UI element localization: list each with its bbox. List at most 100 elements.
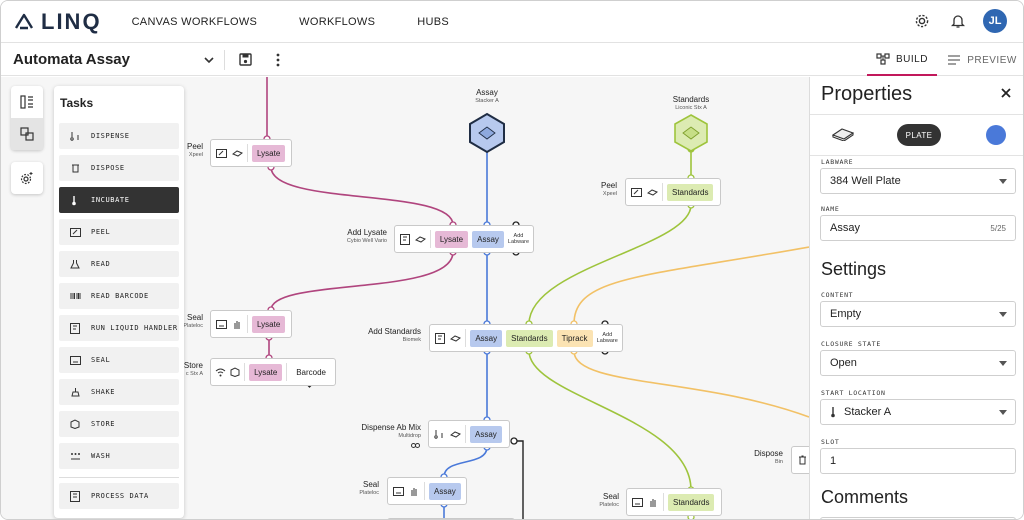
task-palette-button[interactable] — [11, 86, 43, 118]
labware-button[interactable] — [11, 118, 43, 150]
name-input[interactable]: Assay 5/25 — [820, 215, 1016, 241]
standards-source-node[interactable] — [675, 115, 707, 151]
labware-select[interactable]: 384 Well Plate — [820, 168, 1016, 194]
content-select[interactable]: Empty — [820, 301, 1016, 327]
lysate-chip[interactable]: Lysate — [252, 315, 286, 333]
plate-icon — [646, 186, 658, 198]
notifications-bell-icon[interactable] — [947, 10, 969, 32]
close-icon[interactable] — [1000, 86, 1012, 104]
node-divider — [247, 144, 248, 162]
assay-chip[interactable]: Assay — [429, 482, 461, 500]
tab-build[interactable]: BUILD — [867, 44, 937, 76]
nav-canvas-workflows[interactable]: CANVAS WORKFLOWS — [131, 15, 258, 28]
node-divider — [429, 230, 431, 248]
task-peel[interactable]: PEEL — [59, 219, 179, 245]
workflow-title: Automata Assay — [13, 51, 130, 68]
lysate-chip[interactable]: Lysate — [252, 144, 286, 162]
barcode-chip[interactable]: Barcode — [296, 367, 326, 377]
start-location-select[interactable]: Stacker A — [820, 399, 1016, 425]
add-labware-button[interactable]: Add Labware — [507, 233, 530, 245]
chevron-down-icon[interactable] — [204, 56, 214, 64]
task-shake-label: SHAKE — [91, 388, 116, 396]
seal-standards-node[interactable]: Standards — [626, 488, 722, 516]
slot-value: 1 — [830, 455, 837, 467]
standards-chip[interactable]: Standards — [506, 329, 553, 347]
task-wash[interactable]: WASH — [59, 443, 179, 469]
task-store-label: STORE — [91, 420, 116, 428]
task-dispose-label: DISPOSE — [91, 164, 125, 172]
task-dispense[interactable]: DISPENSE — [59, 123, 179, 149]
task-shake[interactable]: SHAKE — [59, 379, 179, 405]
add-standards-node[interactable]: Assay Standards Tiprack Add Labware — [429, 324, 623, 352]
tab-preview[interactable]: PREVIEW — [947, 44, 1017, 76]
node-divider — [286, 363, 288, 381]
seal-assay-node[interactable]: Assay — [387, 477, 467, 505]
content-label: CONTENT — [821, 291, 854, 299]
task-read-barcode[interactable]: READ BARCODE — [59, 283, 179, 309]
closure-state-select[interactable]: Open — [820, 350, 1016, 376]
add-labware-button[interactable]: Add Labware — [596, 332, 618, 344]
lysate-chip[interactable]: Lysate — [434, 230, 469, 248]
task-process-data[interactable]: PROCESS DATA — [59, 483, 179, 509]
content-value: Empty — [830, 308, 862, 320]
nav-hubs[interactable]: HUBS — [417, 15, 449, 28]
task-store[interactable]: STORE — [59, 411, 179, 437]
canvas-settings-button[interactable] — [11, 162, 43, 194]
task-dispose[interactable]: DISPOSE — [59, 155, 179, 181]
flask-icon — [67, 258, 83, 270]
standards-chip[interactable]: Standards — [667, 183, 714, 201]
slot-input[interactable]: 1 — [820, 448, 1016, 474]
dispose-node[interactable] — [791, 446, 809, 474]
task-read-label: READ — [91, 260, 111, 268]
properties-panel: Properties PLATE LABWARE 384 Well Plate … — [809, 77, 1023, 519]
partial-node[interactable] — [387, 518, 515, 519]
assay-chip[interactable]: Assay — [472, 230, 504, 248]
assay-chip[interactable]: Assay — [470, 425, 502, 443]
node-divider — [424, 482, 425, 500]
liquid-handler-icon — [399, 233, 410, 245]
labware-color-swatch[interactable] — [986, 125, 1006, 145]
labware-label: LABWARE — [821, 158, 854, 166]
dropdown-caret-icon — [999, 312, 1007, 317]
nav-workflows[interactable]: WORKFLOWS — [299, 15, 376, 28]
task-incubate[interactable]: INCUBATE — [59, 187, 179, 213]
properties-divider — [810, 155, 1023, 156]
plate-icon — [449, 428, 461, 440]
task-seal[interactable]: SEAL — [59, 347, 179, 373]
more-vert-icon[interactable] — [267, 49, 289, 71]
task-palette-icon — [20, 95, 33, 109]
assay-source-node[interactable] — [470, 114, 504, 152]
start-location-value: Stacker A — [844, 406, 892, 418]
node-divider — [244, 363, 246, 381]
closure-state-value: Open — [830, 357, 857, 369]
task-read[interactable]: READ — [59, 251, 179, 277]
settings-gear-icon[interactable] — [911, 10, 933, 32]
user-avatar[interactable]: JL — [983, 9, 1007, 33]
tiprack-chip[interactable]: Tiprack — [556, 329, 593, 347]
task-run-liquid-handler[interactable]: RUN LIQUID HANDLER — [59, 315, 179, 341]
dispense-icon — [67, 130, 83, 142]
add-lysate-node[interactable]: Lysate Assay Add Labware — [394, 225, 534, 253]
name-value: Assay — [830, 222, 860, 234]
plate-type-pill[interactable]: PLATE — [897, 124, 941, 146]
peel-standards-node[interactable]: Standards — [625, 178, 721, 206]
peel-node[interactable]: Lysate — [210, 139, 292, 167]
standards-chip[interactable]: Standards — [668, 493, 715, 511]
linq-logo[interactable]: LINQ — [13, 9, 102, 35]
dispense-node[interactable]: Assay — [428, 420, 510, 448]
comments-input[interactable] — [820, 517, 1016, 519]
plate-icon — [450, 332, 462, 344]
save-icon[interactable] — [235, 49, 257, 71]
store-node[interactable]: Lysate Barcode — [210, 358, 336, 386]
lysate-chip[interactable]: Lysate — [249, 363, 283, 381]
plate-labware-icon[interactable] — [831, 127, 855, 146]
slot-label: SLOT — [821, 438, 840, 446]
top-nav-bar: LINQ CANVAS WORKFLOWS WORKFLOWS HUBS JL — [1, 1, 1023, 43]
assay-chip[interactable]: Assay — [470, 329, 503, 347]
seal-node[interactable]: Lysate — [210, 310, 292, 338]
peel-icon — [215, 147, 227, 159]
